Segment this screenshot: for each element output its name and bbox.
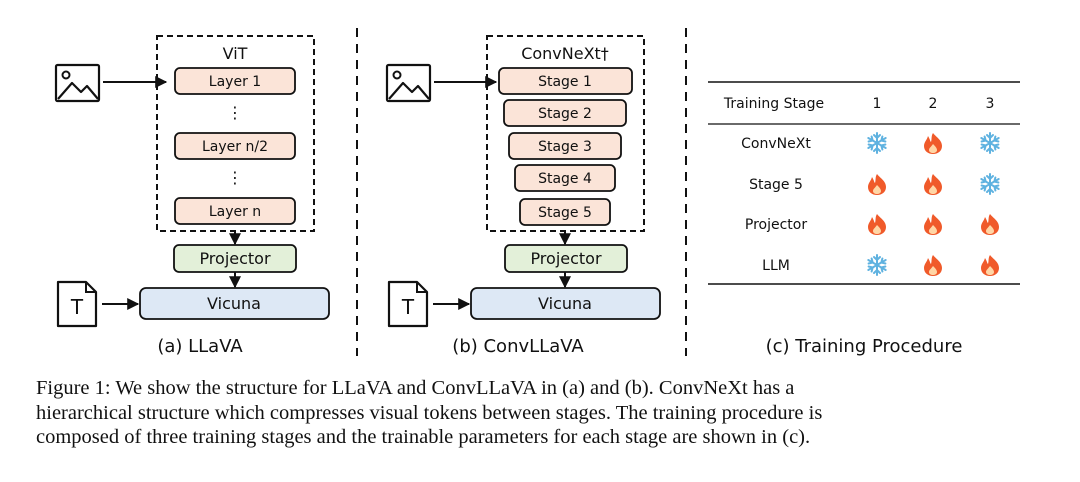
llm-block: Vicuna (470, 287, 661, 320)
projector-block: Projector (173, 244, 297, 273)
panel-c: Training Stage 1 2 3 ConvNeXt Stage 5 Pr… (708, 81, 1020, 357)
stage-block: Stage 3 (508, 132, 622, 160)
layer-label: Layer 1 (209, 74, 261, 90)
llm-block: Vicuna (139, 287, 330, 320)
caption-line: Figure 1: We show the structure for LLaV… (36, 377, 795, 399)
layer-label: Layer n/2 (202, 139, 268, 155)
fire-icon (981, 214, 999, 235)
figure-diagram: ViT Layer 1 ⋮ Layer n/2 ⋮ Layer n Projec… (54, 28, 1020, 357)
projector-label: Projector (199, 249, 271, 268)
header-cell: 2 (929, 96, 938, 112)
vit-title: ViT (223, 44, 248, 63)
layer-block: Layer n/2 (174, 132, 296, 160)
layer-block: Layer 1 (174, 67, 296, 95)
stage-block: Stage 5 (519, 198, 611, 226)
snowflake-icon (867, 132, 887, 154)
caption-line: hierarchical structure which compresses … (36, 401, 823, 424)
llm-label: Vicuna (538, 294, 592, 313)
snowflake-icon (980, 173, 1000, 195)
caption-line: composed of three training stages and th… (36, 426, 811, 448)
convnext-title: ConvNeXt† (521, 44, 609, 63)
row-label: Stage 5 (749, 177, 803, 193)
state-icons (867, 132, 1000, 276)
figure-caption: Figure 1: We show the structure for LLaV… (36, 376, 1048, 450)
table-header: Training Stage 1 2 3 (723, 96, 995, 112)
ellipsis: ⋮ (227, 168, 243, 187)
header-cell: 3 (986, 96, 995, 112)
stage-label: Stage 4 (538, 171, 592, 187)
fire-icon (924, 214, 942, 235)
text-icon-letter: T (70, 295, 84, 319)
fire-icon (868, 214, 886, 235)
snowflake-icon (980, 132, 1000, 154)
fire-icon (868, 174, 886, 195)
snowflake-icon (867, 254, 887, 276)
image-icon (54, 63, 101, 103)
ellipsis: ⋮ (227, 103, 243, 122)
stage-block: Stage 1 (498, 67, 633, 95)
fire-icon (924, 133, 942, 154)
row-label: ConvNeXt (741, 136, 811, 152)
row-label: Projector (745, 217, 807, 233)
fire-icon (924, 174, 942, 195)
text-document-icon: T (387, 280, 429, 328)
stage-label: Stage 5 (538, 205, 592, 221)
fire-icon (924, 255, 942, 276)
projector-label: Projector (530, 249, 602, 268)
stage-label: Stage 2 (538, 106, 592, 122)
panel-c-caption: (c) Training Procedure (766, 336, 963, 357)
fire-icon (981, 255, 999, 276)
layer-label: Layer n (209, 204, 261, 220)
header-cell: 1 (873, 96, 882, 112)
text-icon-letter: T (401, 295, 415, 319)
text-document-icon: T (56, 280, 98, 328)
panel-a: ViT Layer 1 ⋮ Layer n/2 ⋮ Layer n Projec… (54, 35, 330, 357)
panel-a-caption: (a) LLaVA (157, 336, 243, 357)
stage-label: Stage 1 (538, 74, 592, 90)
projector-block: Projector (504, 244, 628, 273)
image-icon (385, 63, 432, 103)
row-label: LLM (762, 258, 790, 274)
llm-label: Vicuna (207, 294, 261, 313)
header-cell: Training Stage (723, 96, 824, 112)
panel-b: ConvNeXt† Stage 1 Stage 2 Stage 3 Stage … (385, 35, 661, 357)
stage-block: Stage 2 (503, 99, 627, 127)
stage-block: Stage 4 (514, 164, 616, 192)
panel-b-caption: (b) ConvLLaVA (452, 336, 584, 357)
stage-label: Stage 3 (538, 139, 592, 155)
layer-block: Layer n (174, 197, 296, 225)
